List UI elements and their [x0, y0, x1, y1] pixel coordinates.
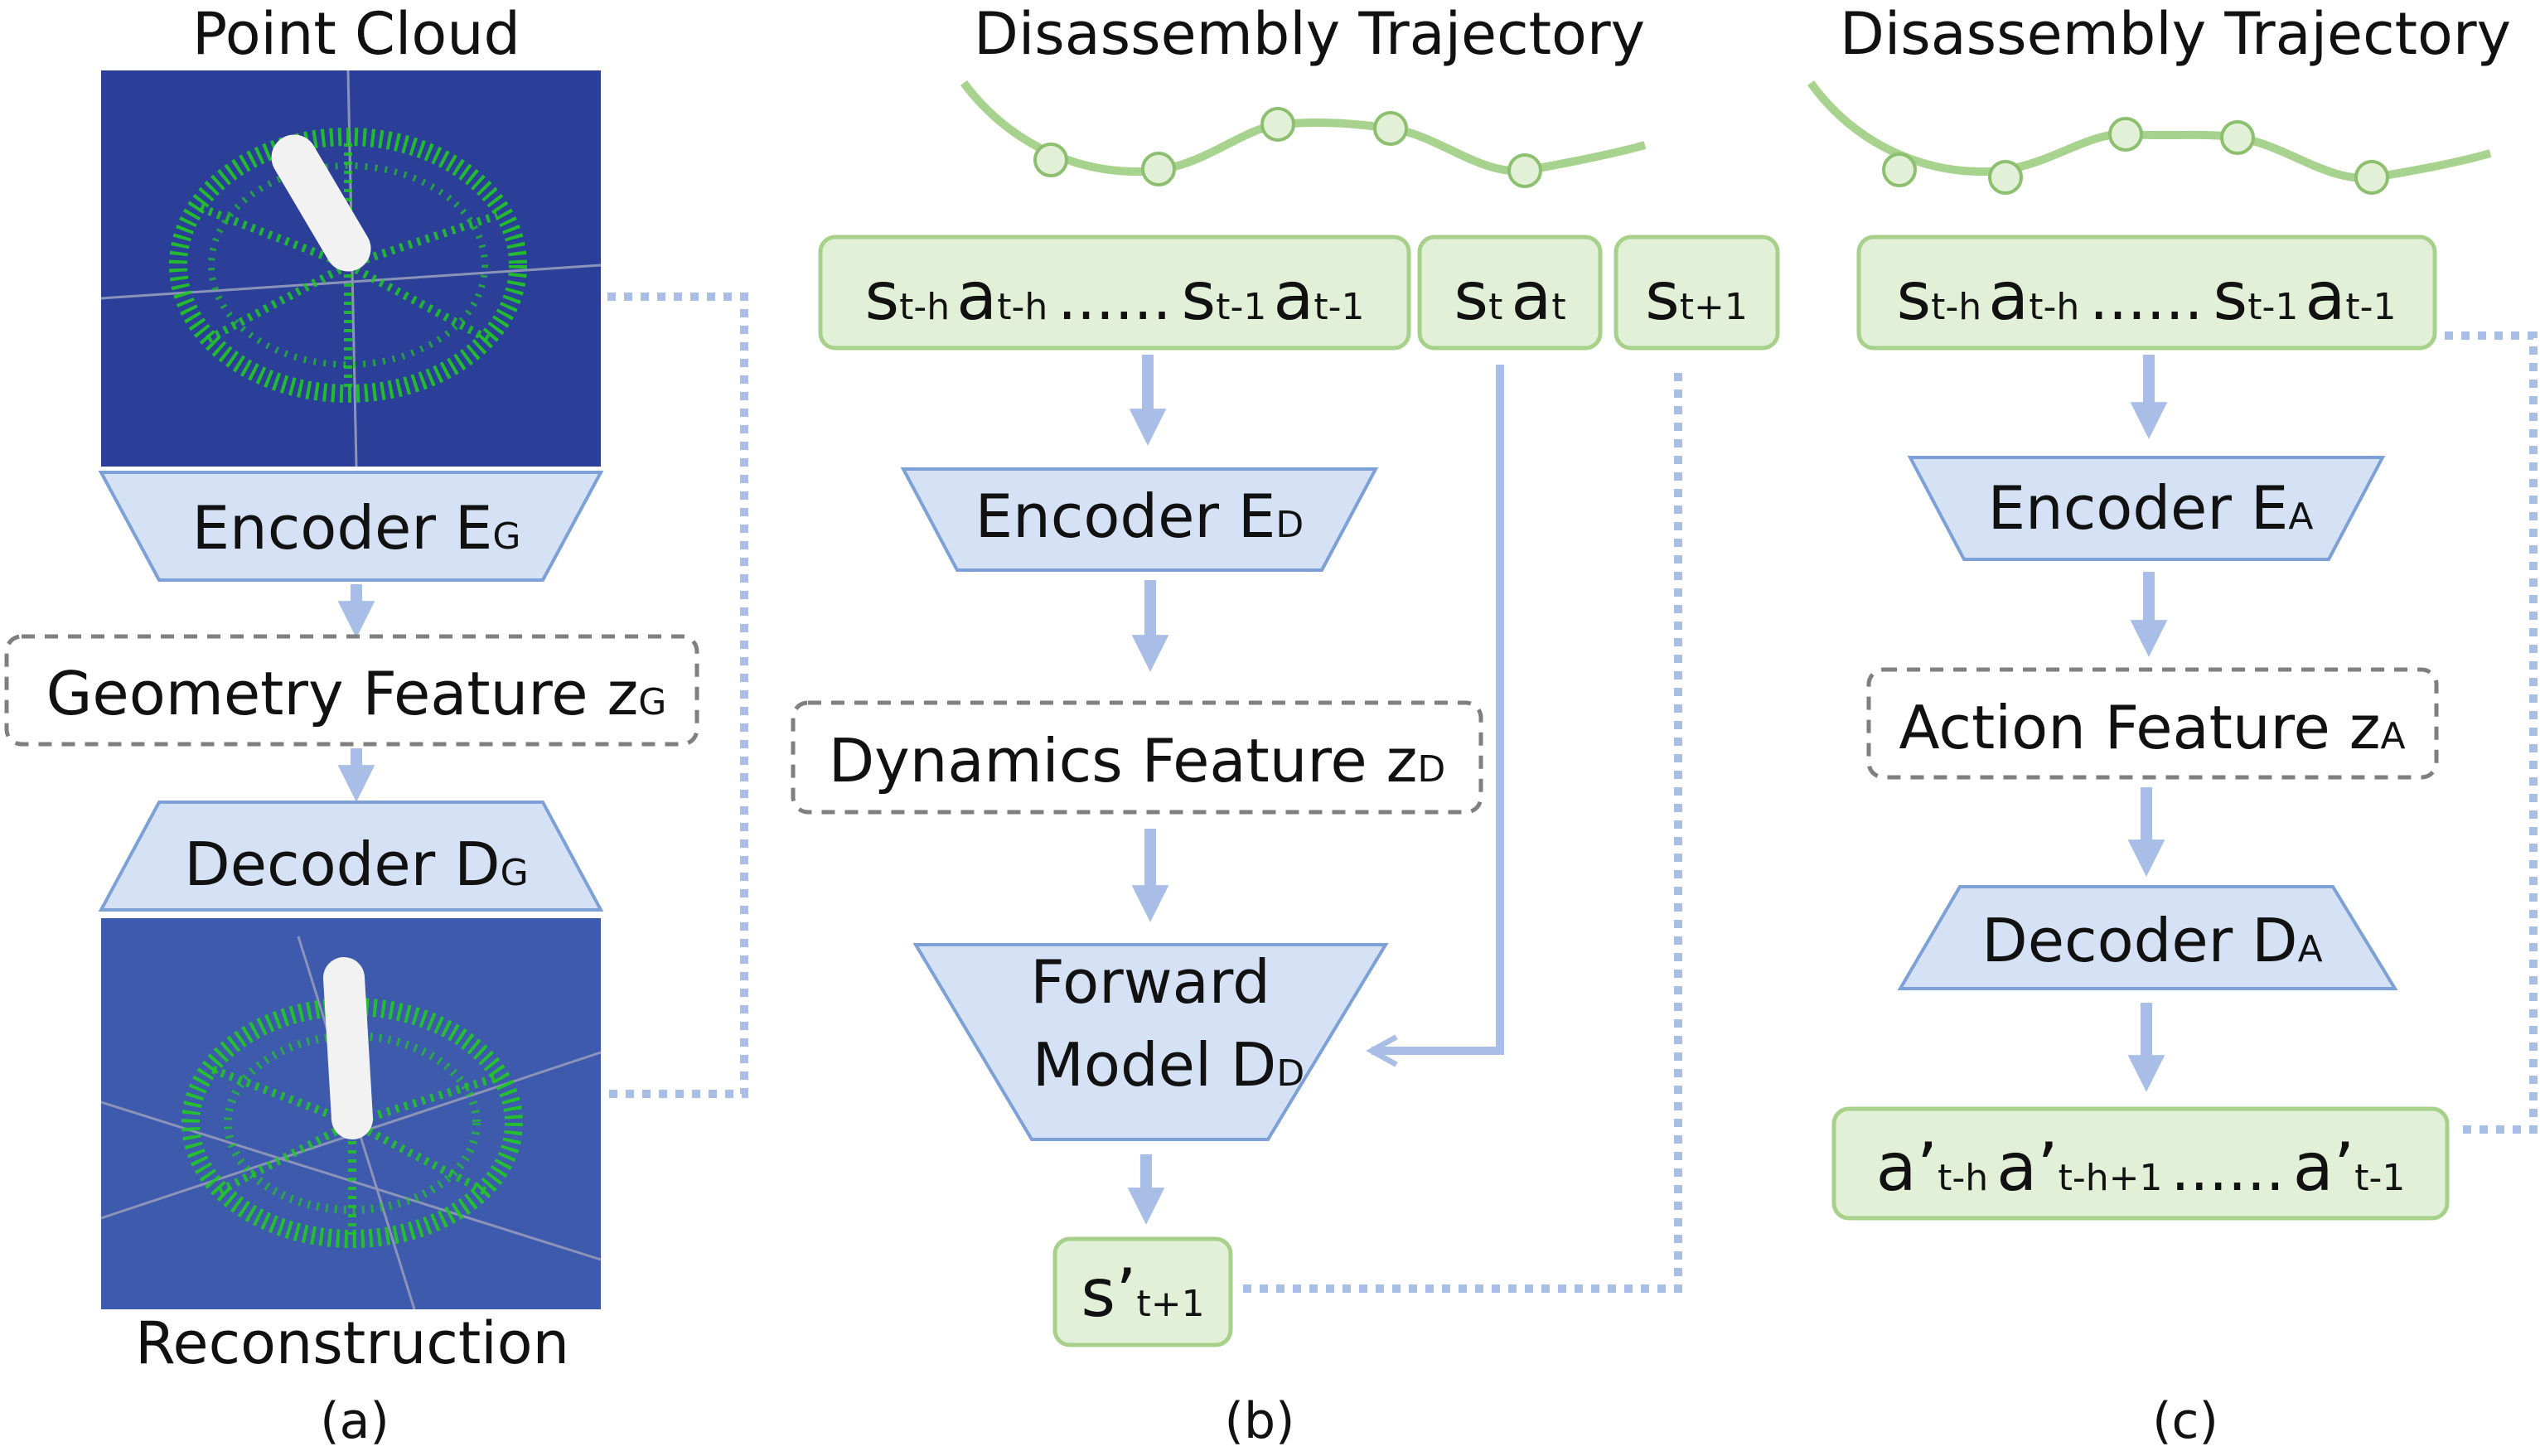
- action-feature-label: Action Feature zA: [1899, 693, 2405, 762]
- history-box-b: [818, 235, 1411, 351]
- encoder-ed-label: Encoder ED: [975, 481, 1304, 551]
- dynamics-feature-label: Dynamics Feature zD: [829, 726, 1446, 796]
- forward-model-shape: [912, 943, 1389, 1141]
- forward-model-line1: Forward: [1030, 947, 1270, 1017]
- current-box-b: [1417, 235, 1603, 351]
- history-box-c: [1856, 235, 2437, 351]
- trajectory-curve-c: [1807, 80, 2492, 195]
- trajectory-curve-b: [960, 80, 1647, 188]
- encoder-eg-label: Encoder EG: [192, 493, 521, 563]
- forward-model-line2: Model DD: [1033, 1030, 1304, 1100]
- geometry-feature-box: [4, 634, 699, 747]
- panel-a: Point Cloud Encoder EG Geometry Featur: [4, 0, 748, 1450]
- decoder-da-label: Decoder DA: [1981, 906, 2322, 975]
- next-box-b: [1614, 235, 1780, 351]
- output-text-b: s’t+1: [1081, 1255, 1204, 1332]
- output-box-c: [1831, 1106, 2450, 1221]
- caption-c: (c): [2152, 1392, 2218, 1450]
- dynamics-feature-box: [791, 700, 1483, 815]
- trajectory-title-b: Disassembly Trajectory: [974, 0, 1645, 68]
- trajectory-title-c: Disassembly Trajectory: [1840, 0, 2511, 68]
- reconstruction-image: [100, 918, 602, 1310]
- caption-a: (a): [320, 1392, 389, 1450]
- arrow-current-to-forward: [1372, 365, 1504, 1051]
- reconstruction-label: Reconstruction: [135, 1309, 569, 1377]
- geometry-feature-label: Geometry Feature zG: [46, 659, 667, 728]
- decoder-dg-label: Decoder DG: [184, 830, 528, 899]
- encoder-ed-shape: [900, 467, 1379, 572]
- encoder-eg-shape: [98, 471, 604, 582]
- dotted-link-c: [2445, 331, 2538, 1134]
- point-cloud-title: Point Cloud: [192, 0, 520, 68]
- caption-b: (b): [1225, 1392, 1295, 1450]
- dotted-link-a: [607, 293, 748, 1098]
- next-text-b: st+1: [1645, 258, 1748, 335]
- decoder-dg-shape: [98, 801, 604, 912]
- encoder-ea-label: Encoder EA: [1988, 473, 2314, 543]
- action-feature-box: [1866, 667, 2439, 780]
- output-box-b: [1052, 1236, 1233, 1347]
- encoder-ea-shape: [1907, 456, 2386, 561]
- dotted-link-b: [1239, 373, 1682, 1293]
- point-cloud-image: [100, 70, 602, 467]
- decoder-da-shape: [1897, 885, 2398, 990]
